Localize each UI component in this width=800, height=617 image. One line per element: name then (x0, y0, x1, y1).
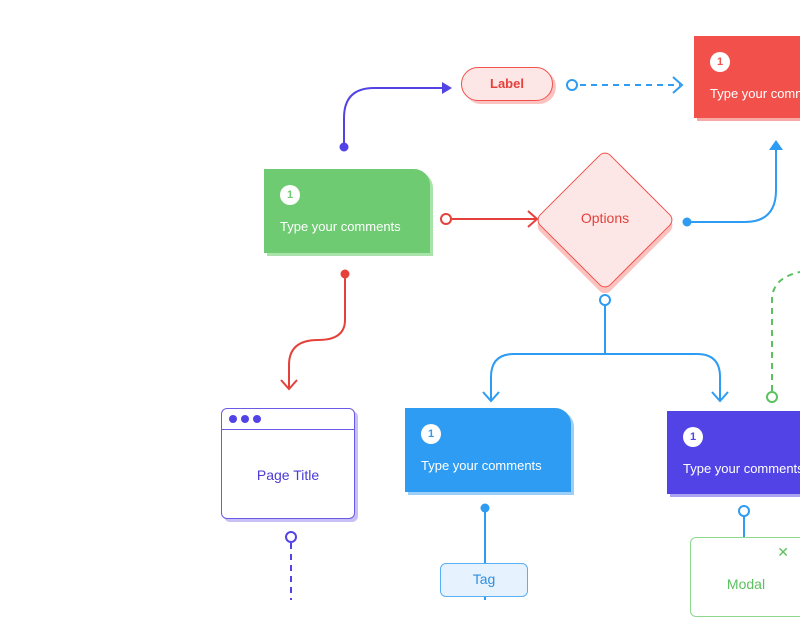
arrow-head (482, 391, 500, 403)
arrow-head (280, 379, 298, 391)
card-comment-text: Type your comments (280, 219, 401, 234)
connector-green-to-browser (288, 274, 346, 388)
label-pill[interactable]: Label (461, 67, 553, 101)
modal-box[interactable]: ✕ Modal (690, 537, 800, 617)
card-comment-text: Type your comments (421, 458, 542, 473)
card-number-badge: 1 (280, 185, 300, 205)
connector-green-to-label (343, 87, 446, 147)
connector-ring (440, 213, 452, 225)
connector-options-to-red-card (687, 150, 777, 223)
window-dot-icon (241, 415, 249, 423)
connector-ring (599, 294, 611, 306)
tag-pill[interactable]: Tag (440, 563, 528, 597)
connector-options-to-blue-card (490, 353, 605, 400)
card-green[interactable]: 1 Type your comments (264, 169, 430, 253)
connector-dashed-green (771, 271, 800, 391)
connector-ring (766, 391, 778, 403)
card-purple[interactable]: 1 Type your comments (667, 411, 800, 494)
connector-ring (285, 531, 297, 543)
card-number-badge: 1 (710, 52, 730, 72)
options-label: Options (580, 210, 630, 226)
connectors-layer (280, 76, 800, 600)
close-icon[interactable]: ✕ (777, 544, 789, 560)
modal-title: Modal (726, 576, 766, 592)
card-comment-text: Type your comments (683, 461, 800, 476)
arrow-head (769, 140, 783, 150)
card-red[interactable]: 1 Type your comments (694, 36, 800, 118)
card-number-badge: 1 (683, 427, 703, 447)
arrow-head (442, 82, 452, 94)
card-blue[interactable]: 1 Type your comments (405, 408, 571, 492)
arrow-head (672, 76, 684, 94)
connector-ring (738, 505, 750, 517)
window-dot-icon (229, 415, 237, 423)
connector-dot (339, 142, 349, 152)
browser-title-bar (222, 409, 354, 430)
connector-ring (566, 79, 578, 91)
connector-options-to-purple-card (605, 353, 721, 400)
browser-window[interactable]: Page Title (221, 408, 355, 519)
card-number-badge: 1 (421, 424, 441, 444)
window-dot-icon (253, 415, 261, 423)
card-comment-text: Type your comments (710, 86, 800, 101)
page-title: Page Title (256, 467, 320, 483)
arrow-head (711, 391, 729, 403)
